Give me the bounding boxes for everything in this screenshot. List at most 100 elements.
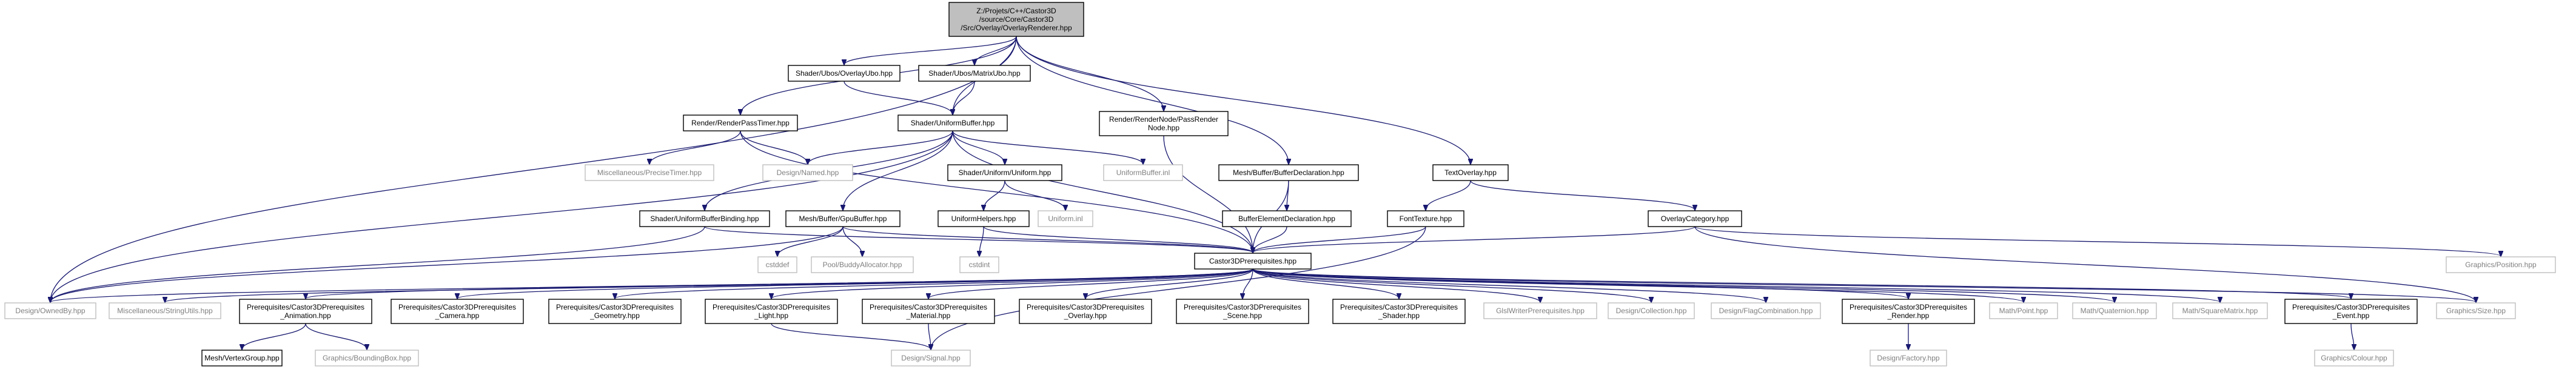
edge-c3dprereq-to-prescene (1243, 268, 1253, 299)
node-prelight[interactable]: Prerequisites/Castor3DPrerequisites_Ligh… (705, 299, 838, 324)
node-label: Design/Named.hpp (777, 168, 839, 177)
node-box (1648, 210, 1742, 227)
node-uniformbufferinl: UniformBuffer.inl (1103, 164, 1183, 181)
node-bufferdecl[interactable]: Mesh/Buffer/BufferDeclaration.hpp (1218, 164, 1359, 181)
node-label: Node.hpp (1148, 124, 1179, 132)
node-label: Prerequisites/Castor3DPrerequisites (2292, 303, 2410, 311)
node-label: /Src/Overlay/OverlayRenderer.hpp (961, 24, 1072, 32)
node-label: Prerequisites/Castor3DPrerequisites (247, 303, 364, 311)
node-flagcomb: Design/FlagCombination.hpp (1711, 302, 1821, 319)
node-box (1989, 302, 2058, 319)
node-label: Design/Collection.hpp (1616, 307, 1687, 315)
node-box (4, 302, 96, 319)
node-box (1432, 164, 1509, 181)
node-label: Mesh/Buffer/GpuBuffer.hpp (799, 214, 887, 223)
node-uniform[interactable]: Shader/Uniform/Uniform.hpp (947, 164, 1062, 181)
node-prescene[interactable]: Prerequisites/Castor3DPrerequisites_Scen… (1176, 299, 1309, 324)
edge-fonttexture-to-c3dprereq (1253, 226, 1426, 253)
edge-uniform-to-uniformhelpers (984, 180, 1005, 210)
node-label: Design/OwnedBy.hpp (15, 307, 86, 315)
node-box (1194, 253, 1312, 270)
node-passtimer[interactable]: Render/RenderPassTimer.hpp (683, 114, 798, 131)
node-c3dprereq[interactable]: Castor3DPrerequisites.hpp (1194, 253, 1312, 270)
node-glslwriter: GlslWriterPrerequisites.hpp (1483, 302, 1597, 319)
node-label: Shader/UniformBuffer.hpp (911, 119, 995, 127)
node-gpubuffer[interactable]: Mesh/Buffer/GpuBuffer.hpp (785, 210, 901, 227)
node-box (785, 210, 901, 227)
edge-c3dprereq-to-squarematrix (1252, 268, 2220, 302)
node-uniformhelpers[interactable]: UniformHelpers.hpp (937, 210, 1030, 227)
edge-uniformbuffer-to-gpubuffer (843, 130, 953, 210)
edge-passtimer-to-named (740, 130, 808, 164)
node-uniformbuffer[interactable]: Shader/UniformBuffer.hpp (897, 114, 1008, 131)
node-overlaycategory[interactable]: OverlayCategory.hpp (1648, 210, 1742, 227)
node-box (959, 256, 999, 273)
node-label: _Material.hpp (906, 311, 951, 320)
node-label: Design/Signal.hpp (901, 354, 961, 362)
edge-c3dprereq-to-size (1252, 268, 2476, 302)
node-box (1483, 302, 1597, 319)
edge-prematerial-to-signal (928, 323, 931, 350)
edge-c3dprereq-to-quaternion (1252, 268, 2115, 302)
edge-c3dprereq-to-stringutils (165, 268, 1253, 302)
node-box (1218, 164, 1359, 181)
node-precamera[interactable]: Prerequisites/Castor3DPrerequisites_Came… (391, 299, 524, 324)
node-ubobinding[interactable]: Shader/UniformBufferBinding.hpp (639, 210, 770, 227)
node-prematerial[interactable]: Prerequisites/Castor3DPrerequisites_Mate… (862, 299, 995, 324)
node-pregeometry[interactable]: Prerequisites/Castor3DPrerequisites_Geom… (548, 299, 682, 324)
node-box (1099, 111, 1229, 136)
node-box (201, 350, 283, 367)
edge-overlaycategory-to-size (1694, 226, 2476, 302)
node-box (1711, 302, 1821, 319)
node-box (1019, 299, 1152, 324)
edge-c3dprereq-to-preanim (306, 268, 1253, 299)
node-label: Mesh/Buffer/BufferDeclaration.hpp (1233, 168, 1344, 177)
node-fonttexture[interactable]: FontTexture.hpp (1387, 210, 1464, 227)
node-ubooverlay[interactable]: Shader/Ubos/OverlayUbo.hpp (788, 65, 901, 82)
edge-passtimer-to-c3dprereq (740, 130, 1253, 253)
node-vertexgroup[interactable]: Mesh/VertexGroup.hpp (201, 350, 283, 367)
node-box (762, 164, 853, 181)
node-ubomatrix[interactable]: Shader/Ubos/MatrixUbo.hpp (918, 65, 1031, 82)
node-preoverlay[interactable]: Prerequisites/Castor3DPrerequisites_Over… (1019, 299, 1152, 324)
node-box (1608, 302, 1695, 319)
node-preanim[interactable]: Prerequisites/Castor3DPrerequisites_Anim… (239, 299, 372, 324)
edge-root-to-bufferdecl (1016, 36, 1289, 164)
node-stringutils: Miscellaneous/StringUtils.hpp (109, 302, 221, 319)
node-preshader[interactable]: Prerequisites/Castor3DPrerequisites_Shad… (1332, 299, 1466, 324)
node-prerender[interactable]: Prerequisites/Castor3DPrerequisites_Rend… (1842, 299, 1975, 324)
node-label: Math/Quaternion.hpp (2081, 307, 2149, 315)
edge-uniformhelpers-to-cstdint (979, 226, 984, 256)
node-box (1176, 299, 1309, 324)
node-box (548, 299, 682, 324)
node-label: Design/FlagCombination.hpp (1719, 307, 1813, 315)
node-label: _Camera.hpp (435, 311, 480, 320)
node-label: _Shader.hpp (1378, 311, 1420, 320)
node-box (705, 299, 838, 324)
node-squarematrix: Math/SquareMatrix.hpp (2172, 302, 2268, 319)
node-quaternion: Math/Quaternion.hpp (2072, 302, 2157, 319)
node-label: Graphics/Colour.hpp (2321, 354, 2387, 362)
node-preevent[interactable]: Prerequisites/Castor3DPrerequisites_Even… (2284, 299, 2418, 324)
node-factory: Design/Factory.hpp (1870, 350, 1947, 367)
node-named: Design/Named.hpp (762, 164, 853, 181)
edge-textoverlay-to-fonttexture (1426, 180, 1471, 210)
node-label: _Animation.hpp (280, 311, 331, 320)
node-root[interactable]: Z:/Projets/C++/Castor3D/source/Core/Cast… (948, 2, 1084, 37)
node-box (937, 210, 1030, 227)
node-label: Prerequisites/Castor3DPrerequisites (398, 303, 516, 311)
node-box (1870, 350, 1947, 367)
node-label: _Event.hpp (2332, 311, 2370, 320)
edge-root-to-renderpassnode (1016, 36, 1164, 111)
node-bufferelemdecl[interactable]: BufferElementDeclaration.hpp (1222, 210, 1352, 227)
edge-preevent-to-colour (2350, 323, 2354, 350)
node-label: Prerequisites/Castor3DPrerequisites (1850, 303, 1967, 311)
edge-c3dprereq-to-point (1252, 268, 2024, 302)
node-collection: Design/Collection.hpp (1608, 302, 1695, 319)
edge-fonttexture-to-signal (931, 226, 1426, 350)
node-textoverlay[interactable]: TextOverlay.hpp (1432, 164, 1509, 181)
node-box (757, 256, 797, 273)
node-colour: Graphics/Colour.hpp (2314, 350, 2394, 367)
edge-gpubuffer-to-cstddef (777, 226, 844, 256)
